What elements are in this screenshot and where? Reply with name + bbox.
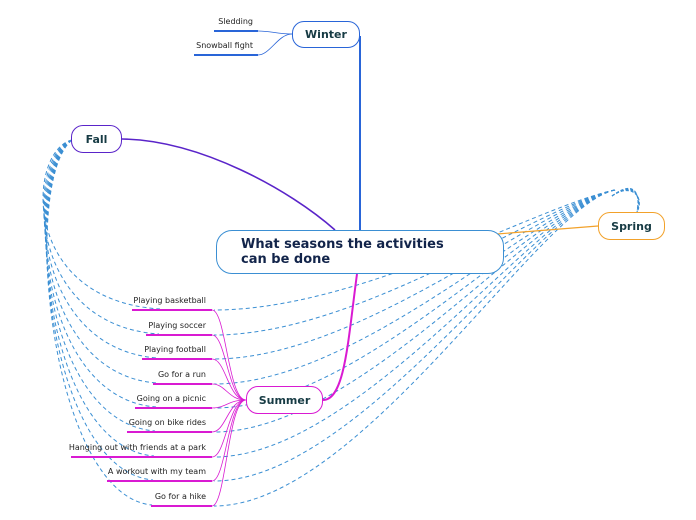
spring-self-relationship-3 [611, 188, 639, 211]
summer-activity-playing-football[interactable]: Playing football [144, 345, 206, 354]
topic-fall-label: Fall [85, 132, 108, 146]
winter-connector-1 [257, 33, 293, 56]
topic-fall[interactable]: Fall [71, 125, 122, 153]
summer-connector-3 [211, 383, 247, 401]
spring-self-relationship-5 [611, 188, 639, 211]
branch-fall-line [121, 138, 336, 231]
spring-relationship-7 [213, 189, 616, 482]
summer-connector-6 [211, 399, 247, 458]
topic-winter-label: Winter [305, 28, 347, 41]
spring-relationship-2 [213, 189, 616, 360]
summer-activity-playing-basketball[interactable]: Playing basketball [133, 296, 206, 305]
summer-activity-going-on-bike-rides[interactable]: Going on bike rides [128, 418, 206, 427]
topic-winter[interactable]: Winter [292, 21, 360, 48]
fall-relationship-8 [46, 139, 153, 506]
summer-connector-7 [211, 399, 247, 482]
topic-spring-label: Spring [611, 219, 652, 233]
summer-connector-5 [211, 399, 247, 433]
summer-connector-2 [211, 358, 247, 401]
spring-relationship-0 [213, 189, 616, 311]
summer-activity-going-on-a-picnic[interactable]: Going on a picnic [136, 394, 206, 403]
topic-summer[interactable]: Summer [246, 386, 323, 414]
branch-summer-line [322, 273, 358, 401]
spring-self-relationship-2 [611, 189, 640, 213]
summer-activity-workout-with-team[interactable]: A workout with my team [107, 467, 206, 476]
fall-relationship-6 [45, 139, 155, 457]
spring-relationship-8 [213, 189, 616, 507]
spring-relationship-3 [213, 189, 616, 385]
branch-lines [121, 30, 599, 507]
fall-relationship-0 [42, 139, 161, 310]
topic-spring[interactable]: Spring [598, 212, 665, 240]
winter-connector-0 [257, 30, 293, 35]
summer-activity-playing-soccer[interactable]: Playing soccer [148, 321, 206, 330]
topic-summer-label: Summer [258, 393, 311, 407]
spring-relationship-6 [213, 189, 616, 458]
fall-relationship-5 [45, 139, 156, 432]
summer-activity-hanging-out-at-park[interactable]: Hanging out with friends at a park [68, 443, 206, 452]
fall-relationship-4 [44, 139, 157, 408]
leaf-underlines [71, 30, 258, 507]
fall-relationship-1 [43, 139, 160, 335]
relationship-lines [42, 139, 640, 507]
winter-activity-snowball-fight[interactable]: Snowball fight [196, 41, 253, 50]
summer-connector-1 [211, 334, 247, 401]
winter-activity-sledding[interactable]: Sledding [218, 17, 253, 26]
fall-relationship-3 [44, 139, 158, 384]
summer-connector-8 [211, 399, 247, 507]
fall-relationship-2 [43, 139, 159, 359]
central-topic[interactable]: What seasons the activities can be done [216, 230, 504, 274]
branch-spring-line [496, 225, 599, 235]
spring-self-relationship-4 [611, 188, 639, 213]
central-topic-text: What seasons the activities can be done [241, 237, 444, 267]
summer-activity-go-for-a-hike[interactable]: Go for a hike [154, 492, 206, 501]
summer-connector-0 [211, 309, 247, 401]
spring-relationship-4 [213, 189, 616, 409]
summer-activity-go-for-a-run[interactable]: Go for a run [157, 370, 206, 379]
